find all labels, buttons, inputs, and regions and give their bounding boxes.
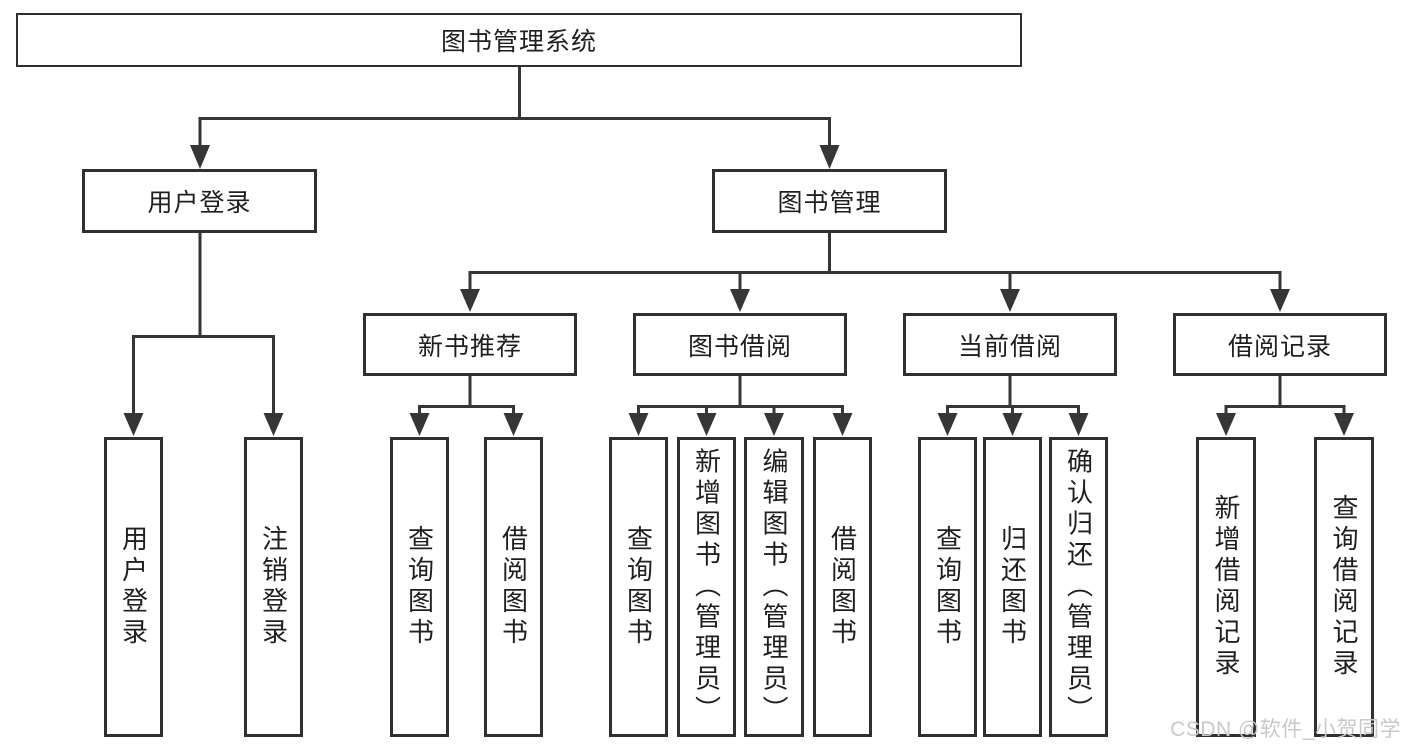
- node-root-label: 图书管理系统: [440, 28, 597, 56]
- leaf-add-borrow-record-label: 新增借阅记录: [1211, 494, 1241, 680]
- leaf-return-books-label: 归还图书: [997, 525, 1028, 649]
- node-book-management: 图书管理: [712, 169, 947, 233]
- leaf-query-books-recommend: 查询图书: [390, 437, 449, 737]
- node-book-borrowing: 图书借阅: [633, 313, 847, 376]
- node-book-borrowing-label: 图书借阅: [687, 332, 792, 361]
- leaf-edit-books-admin: 编辑图书（管理员）: [744, 437, 804, 737]
- node-user-login-label: 用户登录: [147, 189, 252, 217]
- leaf-query-borrow-record-label: 查询借阅记录: [1329, 494, 1359, 680]
- leaf-query-books-current-label: 查询图书: [932, 525, 963, 649]
- leaf-add-books-admin: 新增图书（管理员）: [677, 437, 736, 737]
- leaf-return-books: 归还图书: [983, 437, 1042, 737]
- leaf-borrow-books-recommend-label: 借阅图书: [498, 525, 529, 649]
- leaf-query-books-borrowing-label: 查询图书: [623, 525, 654, 649]
- arrowhead-icons: [123, 145, 1354, 436]
- leaf-user-login: 用户登录: [104, 437, 163, 737]
- leaf-borrow-books-recommend: 借阅图书: [484, 437, 543, 737]
- node-new-book-recommendation: 新书推荐: [363, 313, 577, 376]
- leaf-borrow-books: 借阅图书: [813, 437, 872, 737]
- node-current-borrowing-label: 当前借阅: [957, 332, 1062, 361]
- node-borrowing-records-label: 借阅记录: [1227, 332, 1332, 361]
- leaf-add-borrow-record: 新增借阅记录: [1196, 437, 1256, 737]
- leaf-query-books-borrowing: 查询图书: [609, 437, 668, 737]
- leaf-add-books-admin-label: 新增图书（管理员）: [691, 447, 722, 727]
- leaf-query-books-current: 查询图书: [918, 437, 977, 737]
- node-user-login: 用户登录: [82, 169, 317, 233]
- node-new-book-recommendation-label: 新书推荐: [417, 332, 522, 361]
- node-borrowing-records: 借阅记录: [1173, 313, 1387, 376]
- leaf-logout-label: 注销登录: [258, 525, 289, 649]
- node-current-borrowing: 当前借阅: [903, 313, 1117, 376]
- leaf-confirm-return-admin-label: 确认归还（管理员）: [1063, 447, 1094, 727]
- leaf-user-login-label: 用户登录: [118, 525, 149, 649]
- node-book-management-label: 图书管理: [777, 189, 882, 217]
- node-root-library-system: 图书管理系统: [16, 13, 1022, 67]
- leaf-query-borrow-record: 查询借阅记录: [1314, 437, 1374, 737]
- leaf-logout: 注销登录: [244, 437, 303, 737]
- leaf-borrow-books-label: 借阅图书: [827, 525, 858, 649]
- watermark: CSDN @软件_小贺同学: [1170, 718, 1401, 741]
- leaf-query-books-recommend-label: 查询图书: [404, 525, 435, 649]
- leaf-confirm-return-admin: 确认归还（管理员）: [1049, 437, 1108, 737]
- leaf-edit-books-admin-label: 编辑图书（管理员）: [759, 447, 789, 727]
